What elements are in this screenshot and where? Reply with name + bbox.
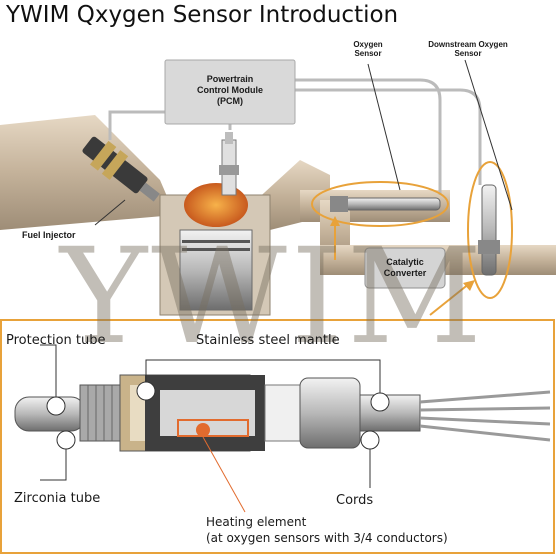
callout-mantle-left bbox=[136, 381, 156, 401]
spark-plug bbox=[219, 132, 239, 196]
cord-4 bbox=[419, 424, 551, 442]
oxygen-label-line1: Oxygen bbox=[353, 40, 383, 49]
downstream-label-line1: Downstream Oxygen bbox=[428, 40, 508, 49]
sensor-cross-section bbox=[0, 319, 555, 554]
heating-label-line2: (at oxygen sensors with 3/4 conductors) bbox=[206, 531, 448, 545]
pcm-wire-downstream bbox=[290, 88, 482, 185]
intake-pipe bbox=[0, 115, 175, 230]
flow-arrow-right bbox=[429, 282, 471, 316]
pcm-label-line1: Powertrain bbox=[206, 74, 254, 84]
catalytic-converter bbox=[364, 247, 446, 289]
fuel-injector-pointer bbox=[94, 199, 126, 226]
pcm-box bbox=[164, 59, 296, 125]
cords-label: Cords bbox=[336, 493, 374, 508]
leader-heating bbox=[202, 436, 246, 513]
pcm-wire-injector bbox=[108, 110, 170, 140]
watermark: YWIM bbox=[60, 220, 487, 374]
heating-label-line1: Heating element bbox=[206, 515, 307, 529]
pcm-label-line3: (PCM) bbox=[217, 96, 243, 106]
pcm-wire-o2 bbox=[290, 78, 442, 195]
leader-protection bbox=[40, 344, 57, 397]
callout-zirconia bbox=[56, 430, 76, 450]
catalytic-label-line2: Converter bbox=[383, 268, 427, 278]
downstream-label-line2: Sensor bbox=[454, 49, 482, 58]
cord-1 bbox=[419, 390, 551, 404]
fuel-injector-label: Fuel Injector bbox=[22, 230, 76, 240]
downstream-oxygen-sensor bbox=[478, 184, 500, 276]
engine-schematic bbox=[0, 59, 556, 316]
catalytic-converter-label: Catalytic Converter bbox=[366, 257, 444, 279]
catalytic-label-line1: Catalytic bbox=[386, 257, 424, 267]
zirconia-tube-label: Zirconia tube bbox=[14, 491, 101, 506]
oxygen-label-pointer bbox=[367, 63, 401, 191]
oxygen-sensor-label: Oxygen Sensor bbox=[342, 40, 394, 58]
callout-protection bbox=[46, 396, 66, 416]
page-title: YWIM Qxygen Sensor Introduction bbox=[6, 2, 399, 28]
cable-sleeve bbox=[359, 394, 421, 432]
upstream-oxygen-sensor bbox=[330, 196, 441, 212]
connector-body bbox=[299, 377, 361, 449]
downstream-sensor-highlight bbox=[467, 161, 513, 299]
leader-zirconia bbox=[40, 449, 67, 481]
downstream-label-pointer bbox=[464, 59, 513, 211]
fuel-injector bbox=[82, 136, 160, 202]
callout-mantle-right bbox=[370, 392, 390, 412]
downstream-sensor-label: Downstream Oxygen Sensor bbox=[412, 40, 524, 58]
leader-mantle bbox=[145, 359, 381, 393]
piston bbox=[179, 229, 253, 311]
cord-2 bbox=[419, 406, 551, 412]
callout-cords bbox=[360, 430, 380, 450]
threaded-body bbox=[79, 384, 121, 442]
pcm-label-line2: Control Module bbox=[197, 85, 263, 95]
cord-3 bbox=[419, 416, 551, 426]
heating-element-dot bbox=[196, 423, 210, 437]
pcm-label: Powertrain Control Module (PCM) bbox=[166, 74, 294, 107]
oxygen-label-line2: Sensor bbox=[354, 49, 382, 58]
stainless-mantle-label: Stainless steel mantle bbox=[196, 333, 340, 348]
protection-tube-label: Protection tube bbox=[6, 333, 106, 348]
heating-element-label: Heating element (at oxygen sensors with … bbox=[206, 514, 448, 546]
upstream-sensor-highlight bbox=[311, 181, 449, 227]
